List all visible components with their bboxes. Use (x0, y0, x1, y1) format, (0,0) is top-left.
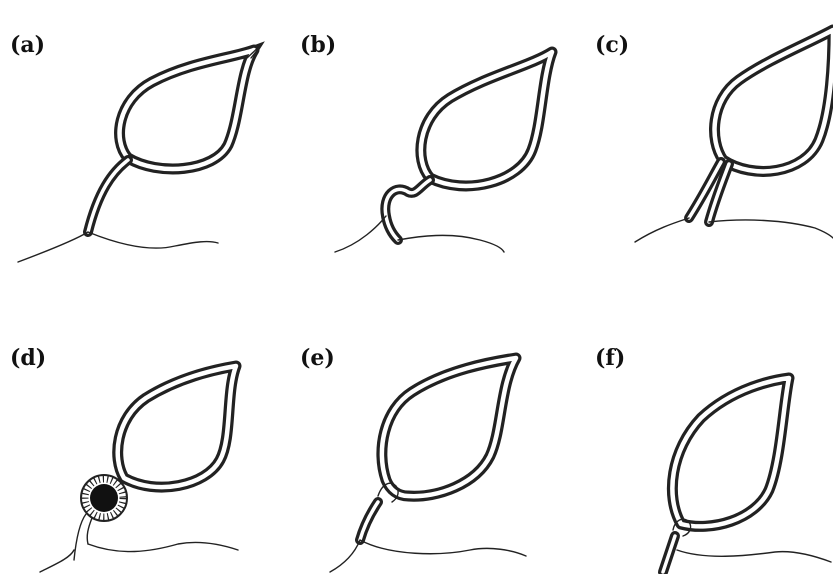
body-surface (40, 542, 238, 572)
panel-d-drawing (0, 300, 280, 574)
bulb-wall (382, 358, 516, 496)
panel-f: (f) (585, 300, 833, 574)
panel-f-drawing (585, 300, 833, 574)
panel-b: (b) (290, 0, 570, 280)
body-surface (18, 232, 218, 262)
bulb-wall (120, 44, 262, 169)
bulb-wall (672, 378, 789, 526)
stalk (88, 160, 128, 232)
bulb-wall (715, 30, 833, 171)
panel-d: (d) (0, 300, 280, 574)
stalk (360, 502, 378, 540)
panel-e-drawing (290, 300, 570, 574)
stalk (689, 162, 729, 222)
bulb-wall (118, 366, 236, 487)
stalk (663, 536, 675, 572)
panel-e: (e) (290, 300, 570, 574)
body-surface (677, 550, 831, 562)
folded-stalk (385, 180, 430, 240)
panel-c: (c) (585, 0, 833, 280)
dark-plug (90, 484, 118, 512)
bulb-wall (421, 52, 552, 186)
panel-b-drawing (290, 0, 570, 280)
plugged-node (81, 475, 127, 521)
panel-a-drawing (0, 0, 280, 280)
body-surface (335, 216, 504, 252)
panel-a: (a) (0, 0, 280, 280)
body-surface (635, 218, 833, 242)
stalk (74, 514, 92, 560)
panel-c-drawing (585, 0, 833, 280)
